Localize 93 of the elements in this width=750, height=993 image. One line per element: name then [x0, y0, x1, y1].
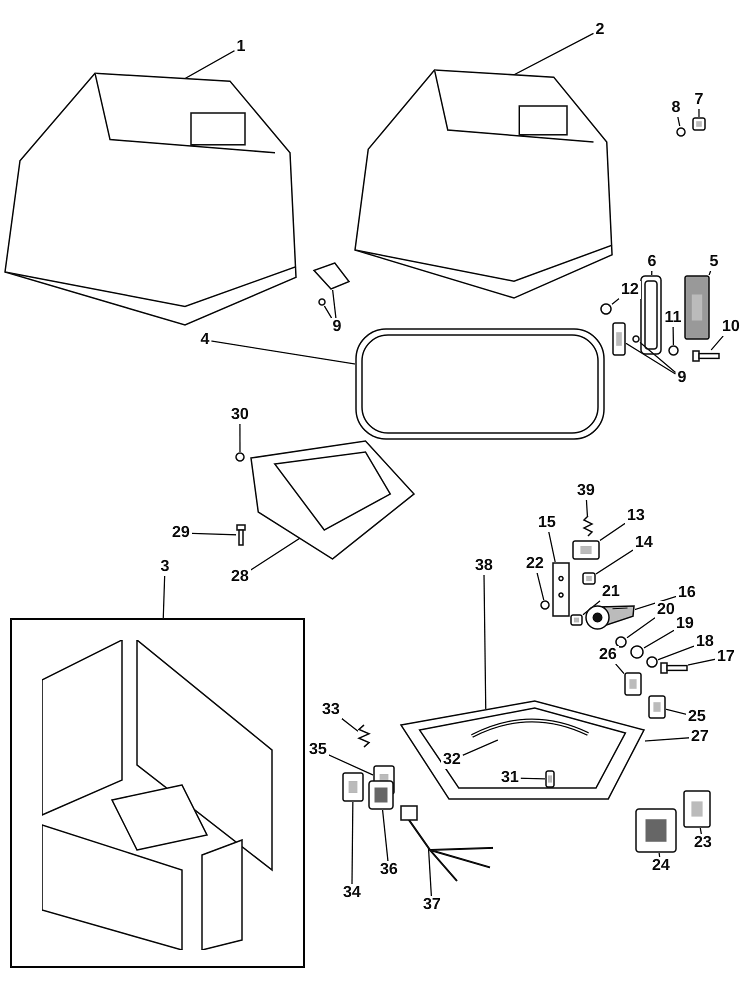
block-drawing [545, 770, 555, 788]
switch-drawing [368, 780, 394, 810]
leader-line [250, 538, 300, 570]
callout-number: 21 [600, 583, 622, 601]
leader-line [626, 342, 676, 375]
leader-line [644, 737, 690, 742]
screw-drawing [236, 524, 246, 546]
spring-drawing [358, 725, 370, 747]
callout-number: 19 [674, 615, 696, 633]
leader-line [596, 550, 634, 575]
trim-frame-drawing [640, 275, 662, 355]
callout-number: 5 [708, 253, 720, 271]
bracket-drawing [612, 322, 626, 356]
leader-line [536, 572, 544, 600]
block-drawing [342, 772, 364, 802]
bolt-drawing [692, 350, 720, 362]
leader-line [626, 617, 656, 638]
washer-drawing [600, 303, 612, 315]
leader-line [514, 32, 594, 76]
leader-line [700, 828, 702, 834]
leader-line [658, 852, 660, 858]
inset-frame [10, 618, 305, 968]
leader-line [658, 646, 694, 660]
block-drawing [624, 672, 642, 696]
leader-line [666, 708, 686, 715]
leader-line [328, 754, 374, 776]
leader-line [708, 270, 712, 276]
leader-line [184, 50, 235, 80]
washer-drawing [646, 656, 658, 668]
leader-line [582, 600, 600, 616]
washer-drawing [668, 345, 679, 356]
block-drawing [683, 790, 711, 828]
leader-line [672, 326, 674, 346]
clip-drawing [572, 540, 600, 560]
leader-line [710, 336, 724, 350]
leader-line [341, 718, 358, 732]
leader-line [239, 424, 241, 452]
leader-line [615, 664, 624, 674]
block-drawing [582, 572, 596, 585]
leader-line [548, 532, 556, 562]
callout-number: 10 [720, 318, 742, 336]
seal-ring-drawing [355, 328, 605, 440]
callout-number: 20 [655, 601, 677, 619]
leader-line [462, 739, 498, 756]
washer-drawing [318, 298, 326, 306]
callout-number: 35 [307, 741, 329, 759]
washer-drawing [540, 600, 550, 610]
callout-number: 33 [320, 701, 342, 719]
washer-drawing [630, 645, 644, 659]
leader-line [351, 802, 354, 884]
leader-line [483, 575, 486, 709]
washer-drawing [235, 452, 245, 462]
callout-number: 15 [536, 514, 558, 532]
leader-line [600, 522, 626, 541]
leader-line [651, 270, 652, 276]
hinge-block-drawing [552, 562, 570, 617]
leader-line [332, 290, 337, 318]
lever-drawing [585, 605, 635, 630]
clip-drawing [692, 117, 706, 131]
block-drawing [648, 695, 666, 719]
leader-line [192, 532, 236, 536]
callout-number: 13 [625, 507, 647, 525]
leader-line [211, 340, 356, 365]
bottom-pan-drawing [400, 700, 645, 800]
washer-drawing [676, 126, 686, 138]
spring-drawing [583, 516, 593, 536]
leader-line [640, 342, 676, 374]
switch-drawing [635, 808, 677, 853]
callout-number: 8 [670, 99, 682, 117]
leader-line [688, 658, 716, 666]
washer-drawing [632, 335, 640, 343]
wire-harness-drawing [400, 805, 495, 883]
callout-number: 22 [524, 555, 546, 573]
bolt-drawing [660, 662, 688, 674]
leader-line [634, 596, 676, 610]
callout-number: 12 [619, 281, 641, 299]
callout-number: 26 [597, 646, 619, 664]
leader-line [677, 116, 680, 126]
leader-line [520, 778, 546, 780]
callout-number: 14 [633, 534, 655, 552]
leader-line [586, 500, 588, 516]
latch-plate-drawing [312, 262, 350, 290]
washer-drawing [615, 636, 627, 648]
leader-line [428, 848, 432, 896]
callout-number: 32 [441, 751, 463, 769]
shroud-drawing [250, 440, 415, 560]
leader-line [644, 630, 674, 648]
leader-line [324, 306, 332, 318]
block-drawing [570, 614, 583, 626]
trim-strip-drawing [684, 275, 710, 340]
leader-line [162, 576, 166, 618]
leader-line [382, 810, 389, 862]
leader-line [612, 298, 620, 305]
